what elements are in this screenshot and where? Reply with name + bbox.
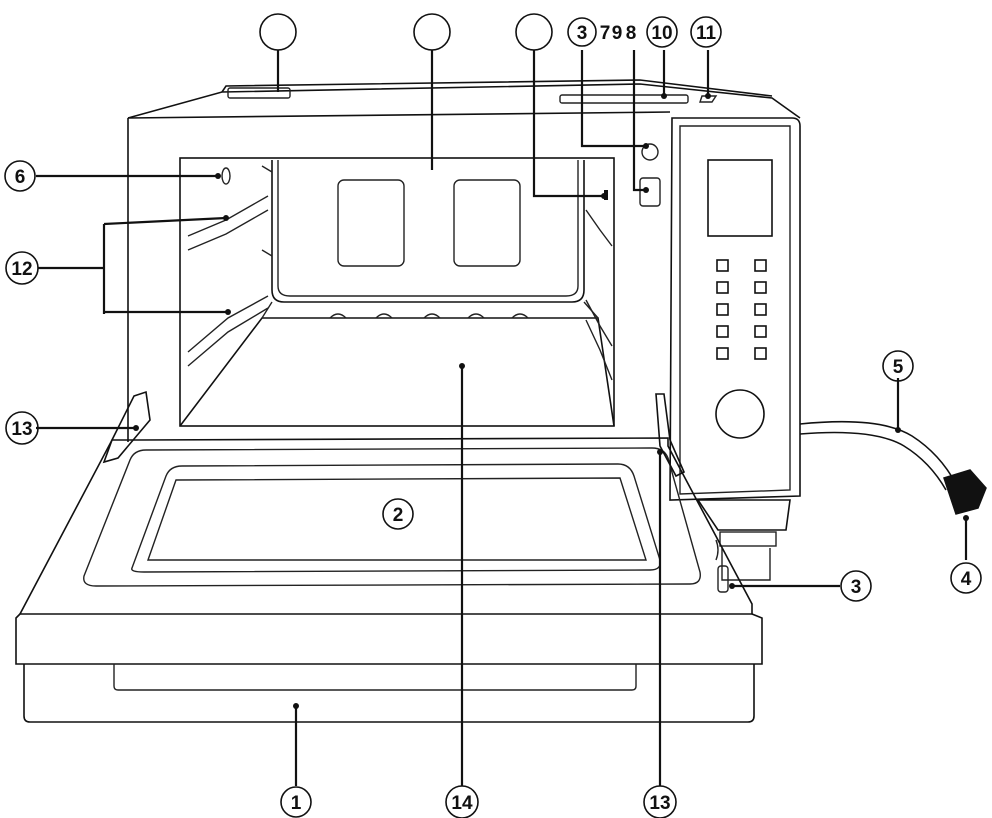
callout-circle-empty [259, 13, 297, 51]
panel-button [754, 281, 767, 294]
oven-cavity [179, 143, 661, 427]
callout-11: 11 [696, 23, 717, 44]
cavity-sensor-icon [641, 143, 659, 161]
panel-button [754, 325, 767, 338]
callout-10: 10 [651, 23, 672, 44]
panel-button [716, 303, 729, 316]
callout-13-bottom: 13 [649, 793, 670, 814]
control-panel [669, 117, 801, 581]
callout-1: 1 [291, 793, 302, 814]
display-screen [707, 159, 773, 237]
top-grill-strip [559, 94, 689, 104]
oven-body [127, 79, 801, 442]
socket-icon [639, 177, 661, 207]
back-panel-left [337, 179, 405, 267]
callout-6: 6 [15, 167, 26, 188]
callout-3-right: 3 [851, 577, 862, 598]
panel-button [716, 325, 729, 338]
callout-7: 7 [600, 23, 611, 44]
panel-button [716, 259, 729, 272]
door-hinge-left [102, 390, 151, 464]
top-vent [227, 87, 291, 99]
control-knob [715, 389, 765, 439]
callout-5: 5 [893, 357, 904, 378]
callout-circle-empty [413, 13, 451, 51]
panel-button [716, 281, 729, 294]
callout-3-top: 3 [577, 23, 588, 44]
callout-12: 12 [11, 259, 32, 280]
callouts: 3 7 9 8 10 11 6 12 13 2 1 14 13 3 5 4 [4, 13, 982, 818]
lamp-icon [221, 167, 231, 185]
callout-circle-empty [515, 13, 553, 51]
callout-4: 4 [961, 569, 972, 590]
panel-button [754, 303, 767, 316]
back-panel-right [453, 179, 521, 267]
callout-8: 8 [626, 23, 637, 44]
panel-button [754, 259, 767, 272]
callout-2: 2 [393, 505, 404, 526]
callout-14: 14 [451, 793, 473, 814]
panel-button [716, 347, 729, 360]
callout-13-left: 13 [11, 419, 32, 440]
callout-9: 9 [612, 23, 623, 44]
panel-button [754, 347, 767, 360]
water-hose [799, 420, 987, 515]
hose-connector-icon [943, 469, 987, 515]
door-hinge-right [655, 393, 686, 478]
leader-lines [36, 50, 969, 786]
oven-door [15, 390, 763, 723]
